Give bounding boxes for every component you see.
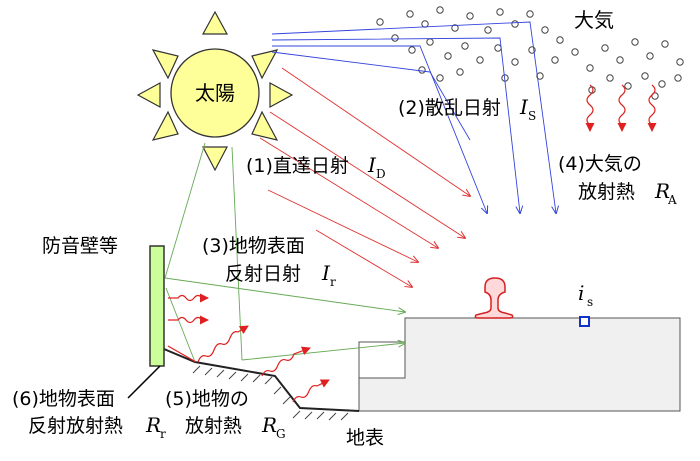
label-reflected-rad-subscript: r (160, 427, 166, 441)
label-atm-rad: (4)大気の 放射熱 R A (558, 153, 677, 207)
atmosphere-heat-arrows (585, 84, 657, 132)
sensor-label: i s (578, 281, 593, 309)
sun-disc (170, 48, 260, 138)
sensor-marker (579, 316, 590, 327)
sun-label: 太陽 (195, 81, 235, 105)
label-reflected-rad-symbol: R (145, 413, 161, 437)
ground-profile (151, 343, 360, 412)
label-reflected-subscript: r (330, 275, 336, 289)
label-scattered-subscript: S (528, 109, 536, 123)
sun: 太陽 (136, 10, 294, 172)
label-scattered: (2)散乱日射 I S (398, 95, 536, 123)
label-ground-rad-symbol: R (261, 413, 277, 437)
label-ground: 地表 (346, 427, 384, 449)
label-reflected-symbol: I (321, 261, 331, 285)
label-ground-rad-line2: 放射熱 (185, 415, 242, 437)
direct-radiation-rays (259, 67, 470, 287)
label-scattered-symbol: I (519, 95, 529, 119)
label-atm-subscript: A (667, 193, 677, 207)
reflected-rad-leader (127, 365, 161, 399)
label-direct: (1)直達日射 I D (246, 153, 386, 181)
embankment (358, 317, 681, 412)
label-atm-line2: 放射熱 (578, 181, 635, 203)
ground-heat-arrows (197, 325, 330, 403)
label-reflected: (3)地物表面 反射日射 I r (202, 235, 336, 289)
barrier-heat-arrows (167, 293, 209, 363)
scattered-radiation-rays (271, 21, 556, 213)
label-ground-rad-subscript: G (276, 427, 286, 441)
reflected-radiation-rays (164, 142, 405, 363)
label-barrier: 防音壁等 (42, 235, 118, 257)
label-atm-line1: (4)大気の (558, 153, 642, 175)
label-direct-subscript: D (376, 167, 386, 181)
label-direct-symbol: I (367, 153, 377, 177)
label-reflected-rad-line1: (6)地物表面 (12, 388, 115, 410)
label-direct-text: (1)直達日射 (246, 155, 349, 177)
label-ground-rad: (5)地物の 放射熱 R G (165, 388, 286, 441)
noise-barrier (149, 245, 165, 367)
structure (151, 317, 681, 421)
label-reflected-line1: (3)地物表面 (202, 235, 305, 257)
atmosphere-label: 大気 (574, 8, 614, 32)
embankment-steps (358, 318, 406, 378)
sensor-subscript: s (587, 295, 593, 309)
label-reflected-rad: (6)地物表面 反射放射熱 R r (12, 365, 166, 441)
sun-rays (136, 10, 294, 172)
sensor-symbol: i (578, 281, 584, 305)
atmosphere-particles (376, 6, 684, 100)
rail (474, 277, 514, 319)
label-atm-symbol: R (654, 179, 670, 203)
label-scattered-text: (2)散乱日射 (398, 97, 501, 119)
ground-hatching (192, 365, 349, 421)
label-reflected-line2: 反射日射 (225, 263, 301, 285)
label-ground-rad-line1: (5)地物の (165, 388, 249, 410)
label-reflected-rad-line2: 反射放射熱 (28, 415, 123, 437)
